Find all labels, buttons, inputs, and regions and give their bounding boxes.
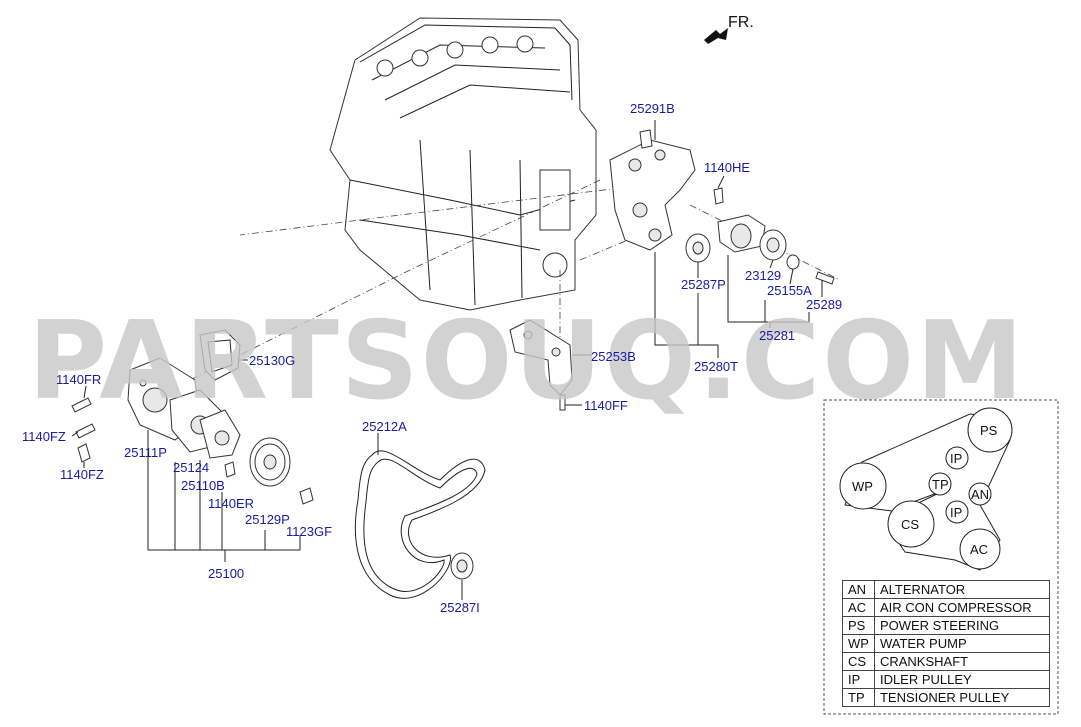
schematic-label-cs: CS [901, 517, 919, 532]
schematic-pulley-ip-lower [945, 500, 969, 524]
schematic-label-an: AN [971, 487, 989, 502]
schematic-label-ip-upper: IP [950, 451, 962, 466]
schematic-label-ip-lower: IP [950, 505, 962, 520]
front-label: FR. [728, 14, 754, 31]
part-label-1140ff[interactable]: 1140FF [584, 398, 628, 413]
schematic-pulley-ip-upper [945, 446, 969, 470]
engine-block-illustration [329, 17, 597, 311]
schematic-pulley-cs [887, 500, 935, 548]
part-label-1140er[interactable]: 1140ER [208, 496, 254, 511]
legend-description: AIR CON COMPRESSOR [873, 598, 1050, 617]
watermark-text: PARTSOUQ.COM [28, 299, 1025, 424]
legend-code: IP [842, 670, 875, 689]
belt-routing-schematic: PS IP WP TP AN IP CS AC [823, 399, 1059, 715]
part-label-25253b[interactable]: 25253B [591, 349, 636, 364]
part-labels: 25291B 1140HE 23129 25287P 25155A 25289 … [22, 101, 842, 615]
legend-code: AC [842, 598, 875, 617]
leader-lines [71, 120, 823, 600]
front-arrow-icon [704, 28, 728, 44]
schematic-pulley-tp [928, 472, 952, 496]
legend-description: WATER PUMP [873, 634, 1050, 653]
schematic-label-wp: WP [852, 479, 873, 494]
part-label-1140fz-lower[interactable]: 1140FZ [60, 467, 104, 482]
legend-code: PS [842, 616, 875, 635]
schematic-pulley-wp [839, 462, 887, 510]
legend-description: CRANKSHAFT [873, 652, 1050, 671]
legend-description: TENSIONER PULLEY [873, 688, 1050, 707]
legend-code: CS [842, 652, 875, 671]
part-label-25155a[interactable]: 25155A [767, 283, 812, 298]
part-label-1140fz-upper[interactable]: 1140FZ [22, 429, 66, 444]
schematic-pulley-an [968, 482, 992, 506]
legend-description: ALTERNATOR [873, 580, 1050, 599]
schematic-label-ac: AC [970, 542, 988, 557]
part-label-25100[interactable]: 25100 [208, 566, 244, 581]
bracket-assembly [609, 129, 835, 285]
part-label-1140he[interactable]: 1140HE [704, 160, 750, 175]
part-label-25110b[interactable]: 25110B [181, 478, 225, 493]
legend-description: POWER STEERING [873, 616, 1050, 635]
schematic-frame [823, 399, 1059, 715]
part-label-25291b[interactable]: 25291B [630, 101, 675, 116]
part-label-25129p[interactable]: 25129P [245, 512, 290, 527]
part-label-1123gf[interactable]: 1123GF [286, 524, 332, 539]
part-label-1140fr[interactable]: 1140FR [56, 372, 101, 387]
part-label-25280t[interactable]: 25280T [694, 359, 738, 374]
serpentine-belt [354, 450, 486, 599]
part-label-25287p[interactable]: 25287P [681, 277, 726, 292]
water-pump-assembly [71, 329, 314, 505]
part-label-25281[interactable]: 25281 [759, 328, 795, 343]
legend-code: AN [842, 580, 875, 599]
legend-description: IDLER PULLEY [873, 670, 1050, 689]
legend-code: TP [842, 688, 875, 707]
legend-code: WP [842, 634, 875, 653]
part-label-25111p[interactable]: 25111P [124, 445, 167, 460]
schematic-label-tp: TP [932, 477, 949, 492]
part-label-25130g[interactable]: 25130G [249, 353, 295, 368]
lower-bracket [509, 319, 573, 411]
front-direction-indicator: FR. [704, 14, 754, 44]
schematic-label-ps: PS [980, 423, 998, 438]
part-label-25289[interactable]: 25289 [806, 297, 842, 312]
part-label-25212a[interactable]: 25212A [362, 419, 407, 434]
part-label-25124[interactable]: 25124 [173, 460, 209, 475]
part-label-25287i[interactable]: 25287I [440, 600, 480, 615]
alignment-lines [149, 179, 841, 401]
schematic-pulley-ps [967, 407, 1013, 453]
part-label-23129[interactable]: 23129 [745, 268, 781, 283]
schematic-pulley-ac [959, 528, 1001, 570]
